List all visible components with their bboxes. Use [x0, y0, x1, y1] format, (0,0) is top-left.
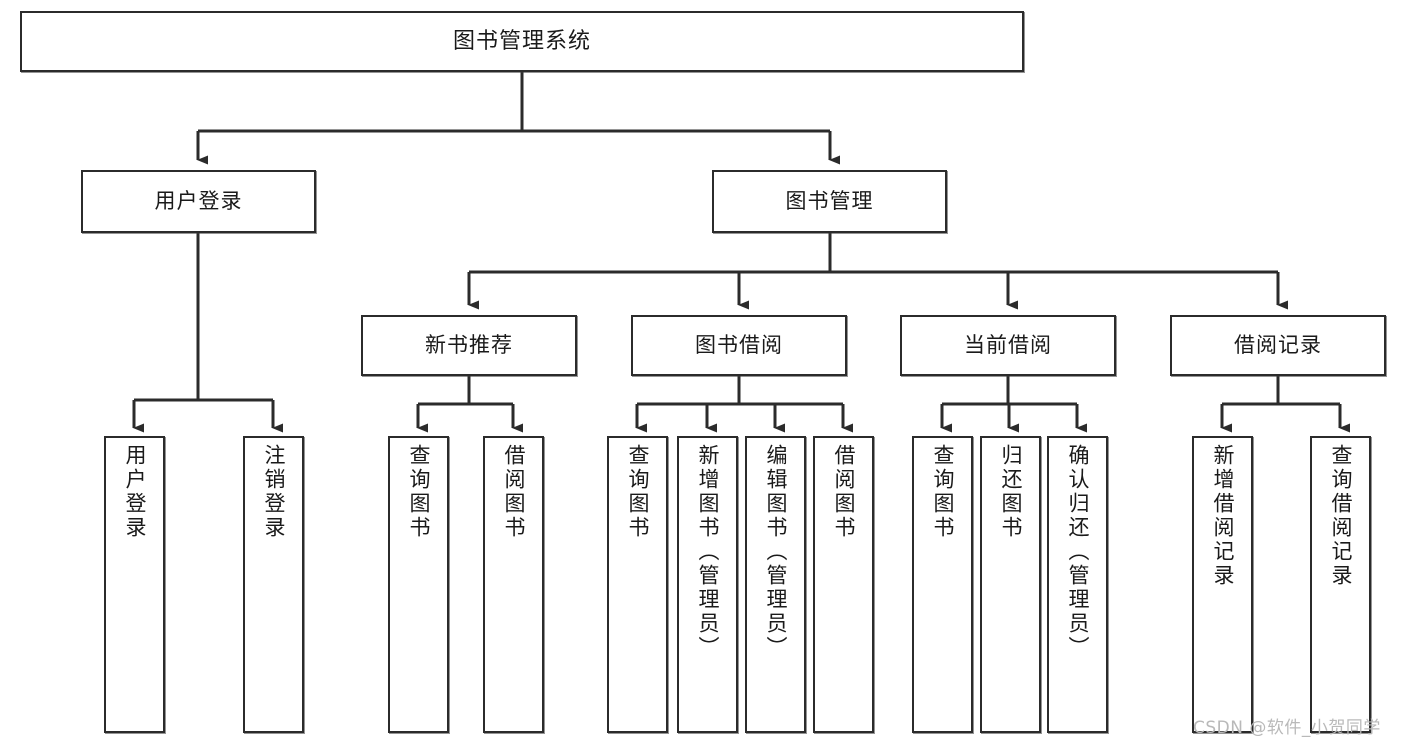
node-label: 编辑图书（管理员）	[764, 444, 788, 660]
node-label: 借阅图书	[502, 444, 526, 540]
node-label: 新增借阅记录	[1211, 444, 1235, 588]
node-label: 确认归还（管理员）	[1066, 444, 1090, 660]
node-label: 借阅图书	[832, 444, 856, 540]
node-label: 查询图书	[626, 444, 650, 540]
leaf-add-book-admin[interactable]: 新增图书（管理员）	[677, 436, 738, 733]
node-label: 查询借阅记录	[1329, 444, 1353, 588]
node-label: 图书借阅	[695, 333, 783, 358]
leaf-user-login[interactable]: 用户登录	[104, 436, 165, 733]
node-root-book-management-system[interactable]: 图书管理系统	[20, 11, 1024, 72]
node-label: 查询图书	[931, 444, 955, 540]
leaf-query-book-1[interactable]: 查询图书	[388, 436, 449, 733]
leaf-query-book-3[interactable]: 查询图书	[912, 436, 973, 733]
leaf-confirm-return-admin[interactable]: 确认归还（管理员）	[1047, 436, 1108, 733]
node-book-borrow[interactable]: 图书借阅	[631, 315, 847, 376]
leaf-borrow-book-1[interactable]: 借阅图书	[483, 436, 544, 733]
leaf-query-book-2[interactable]: 查询图书	[607, 436, 668, 733]
node-current-borrow[interactable]: 当前借阅	[900, 315, 1116, 376]
leaf-return-book[interactable]: 归还图书	[980, 436, 1041, 733]
leaf-add-borrow-record[interactable]: 新增借阅记录	[1192, 436, 1253, 733]
node-label: 图书管理	[785, 189, 874, 214]
node-label: 用户登录	[123, 444, 147, 540]
csdn-watermark: CSDN @软件_小贺同学	[1193, 718, 1381, 738]
node-label: 归还图书	[999, 444, 1023, 540]
node-label: 用户登录	[154, 189, 243, 214]
leaf-edit-book-admin[interactable]: 编辑图书（管理员）	[745, 436, 806, 733]
node-label: 注销登录	[262, 444, 286, 540]
node-borrow-record[interactable]: 借阅记录	[1170, 315, 1386, 376]
node-user-login[interactable]: 用户登录	[81, 170, 316, 233]
node-label: 查询图书	[407, 444, 431, 540]
node-label: 新书推荐	[425, 333, 513, 358]
node-label: 当前借阅	[964, 333, 1052, 358]
leaf-borrow-book-2[interactable]: 借阅图书	[813, 436, 874, 733]
node-label: 图书管理系统	[452, 28, 591, 54]
node-label: 新增图书（管理员）	[696, 444, 720, 660]
node-book-management[interactable]: 图书管理	[712, 170, 947, 233]
leaf-user-logout[interactable]: 注销登录	[243, 436, 304, 733]
node-label: 借阅记录	[1234, 333, 1322, 358]
leaf-query-borrow-record[interactable]: 查询借阅记录	[1310, 436, 1371, 733]
node-new-book-recommend[interactable]: 新书推荐	[361, 315, 577, 376]
